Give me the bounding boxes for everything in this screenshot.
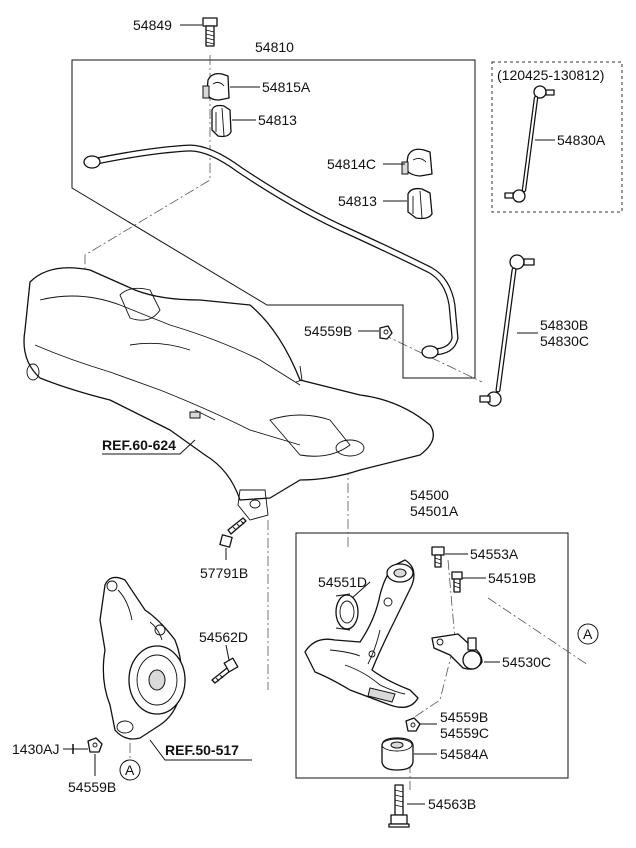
crossmember-subframe-icon: [23, 267, 434, 521]
nut-54559b-knuckle-icon: [87, 737, 103, 753]
bolt-54553a-icon: [431, 546, 445, 568]
bushing-54813-top-icon: [211, 104, 232, 138]
bolt-54519b-icon: [451, 571, 463, 593]
steering-knuckle-icon: [99, 576, 186, 740]
label-54563b: 54563B: [428, 796, 476, 812]
nut-54559c-arm-icon: [405, 717, 421, 732]
bushing-54813-mid-icon: [407, 187, 433, 220]
label-54584a: 54584A: [440, 746, 489, 762]
label-54815a: 54815A: [262, 79, 311, 95]
label-54551d: 54551D: [318, 574, 367, 590]
label-54830a: 54830A: [557, 132, 606, 148]
label-54814c: 54814C: [327, 156, 376, 172]
callout-a-bottom-circle: [119, 759, 141, 781]
bushing-54584a-icon: [381, 737, 414, 771]
nut-54559b-bar-icon: [379, 325, 393, 340]
stabilizer-link-54830b-icon: [479, 254, 535, 407]
bolt-54849-icon: [202, 17, 218, 47]
label-date-range: (120425-130812): [497, 67, 604, 83]
label-54849: 54849: [133, 17, 172, 33]
bracket-54814c-icon: [401, 148, 433, 177]
label-54830b: 54830B: [540, 317, 588, 333]
label-54813-mid: 54813: [338, 193, 377, 209]
label-54810: 54810: [255, 39, 294, 55]
stabilizer-bar-icon: [83, 144, 459, 359]
bushing-54551d-icon: [335, 593, 359, 631]
label-54813-top: 54813: [258, 112, 297, 128]
label-ref-50-517: REF.50-517: [165, 742, 239, 758]
label-57791b: 57791B: [200, 565, 248, 581]
label-54553a: 54553A: [470, 546, 519, 562]
ball-joint-54530c-icon: [431, 633, 483, 670]
lower-control-arm-icon: [304, 559, 419, 708]
stabilizer-link-54830a-icon: [504, 85, 555, 203]
label-1430aj: 1430AJ: [12, 741, 59, 757]
label-54559b-knuckle: 54559B: [68, 779, 116, 795]
leader-lines: [63, 24, 555, 805]
label-54562d: 54562D: [199, 629, 248, 645]
label-54519b: 54519B: [488, 570, 536, 586]
link-variant-dashed-box: [491, 61, 623, 213]
bolt-54563b-icon: [388, 784, 410, 828]
label-54530c: 54530C: [502, 654, 551, 670]
part-labels: 54849 54810 54815A 54813 54814C 54813 (1…: [12, 17, 606, 812]
label-54830c: 54830C: [540, 333, 589, 349]
label-54559c: 54559C: [440, 725, 489, 741]
label-54500: 54500: [410, 487, 449, 503]
label-54559b-arm: 54559B: [440, 709, 488, 725]
label-callout-a-bottom: A: [125, 762, 135, 778]
bolt-54562d-icon: [211, 657, 239, 684]
label-ref-60-624: REF.60-624: [102, 437, 176, 453]
lower-arm-group-frame: [295, 532, 569, 779]
callout-a-right-circle: [577, 623, 599, 645]
label-callout-a-right: A: [583, 626, 593, 642]
label-54559b-bar: 54559B: [304, 323, 352, 339]
bracket-54815a-icon: [202, 72, 230, 101]
label-54501a: 54501A: [410, 503, 459, 519]
bolt-57791b-icon: [219, 517, 247, 548]
stabilizer-bar-group-frame: [71, 59, 476, 379]
